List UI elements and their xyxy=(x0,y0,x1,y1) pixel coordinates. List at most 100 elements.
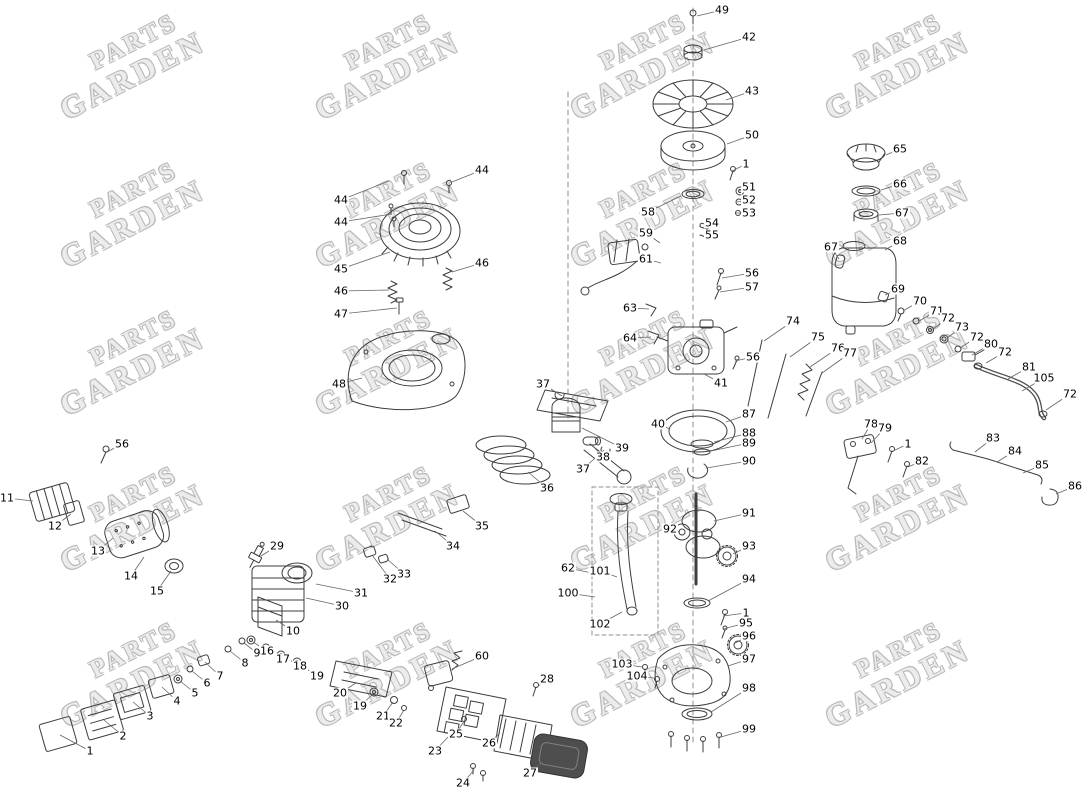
part-number-label: 44 xyxy=(333,193,349,207)
part-number-label: 91 xyxy=(741,506,757,520)
part-number-label: 32 xyxy=(382,572,398,586)
part-number-label: 57 xyxy=(744,280,760,294)
leader-line xyxy=(340,307,398,315)
part-number-label: 64 xyxy=(622,331,638,345)
ignition-coil xyxy=(580,238,649,296)
cooling-fan xyxy=(652,79,734,129)
part-number-label: 78 xyxy=(863,417,879,431)
part-number-label: 18 xyxy=(292,659,308,673)
part-number-label: 1 xyxy=(741,606,751,620)
fuel-line xyxy=(973,362,1048,421)
governor-gear xyxy=(727,634,749,656)
part-number-label: 55 xyxy=(704,228,720,242)
crankshaft xyxy=(681,492,721,586)
part-number-label: 47 xyxy=(333,307,349,321)
part-number-label: 72 xyxy=(997,345,1013,359)
part-number-label: 26 xyxy=(481,736,497,750)
part-number-label: 81 xyxy=(1021,360,1037,374)
spark-plug xyxy=(248,541,265,568)
part-number-label: 13 xyxy=(90,544,106,558)
part-number-label: 1 xyxy=(85,744,95,758)
part-number-label: 85 xyxy=(1034,458,1050,472)
part-number-label: 82 xyxy=(914,454,930,468)
part-number-label: 44 xyxy=(333,215,349,229)
part-number-label: 95 xyxy=(738,616,754,630)
part-number-label: 54 xyxy=(704,216,720,230)
oil-dipstick xyxy=(591,486,659,636)
recoil-bolt xyxy=(395,297,404,315)
part-number-label: 72 xyxy=(940,311,956,325)
part-number-label: 87 xyxy=(741,407,757,421)
part-number-label: 51 xyxy=(741,180,757,194)
part-number-label: 103 xyxy=(610,657,634,671)
part-number-label: 6 xyxy=(202,676,212,690)
part-number-label: 46 xyxy=(474,256,490,270)
part-number-label: 42 xyxy=(741,30,757,44)
mount-bracket xyxy=(257,596,283,637)
part-number-label: 29 xyxy=(269,539,285,553)
part-number-label: 80 xyxy=(983,337,999,351)
part-number-label: 105 xyxy=(1032,371,1056,385)
part-number-label: 90 xyxy=(741,454,757,468)
part-number-label: 23 xyxy=(427,744,443,758)
head-bolt xyxy=(100,445,110,464)
part-number-label: 53 xyxy=(741,206,757,220)
part-number-label: 94 xyxy=(741,572,757,586)
piston-rings xyxy=(475,435,551,485)
part-number-label: 4 xyxy=(172,694,182,708)
fuel-tank xyxy=(831,241,897,335)
governor-bracket xyxy=(843,434,877,495)
recoil-screws xyxy=(388,170,452,228)
part-number-label: 72 xyxy=(1062,387,1078,401)
carburetor-bolt xyxy=(732,355,740,370)
carburetor xyxy=(656,319,738,375)
part-number-label: 19 xyxy=(309,669,325,683)
spacer-rings xyxy=(690,439,714,456)
part-number-label: 5 xyxy=(190,686,200,700)
part-number-label: 67 xyxy=(823,240,839,254)
part-number-label: 52 xyxy=(741,193,757,207)
part-number-label: 100 xyxy=(556,586,580,600)
part-number-label: 98 xyxy=(741,681,757,695)
intake-gasket xyxy=(660,409,736,453)
part-number-label: 46 xyxy=(333,284,349,298)
part-number-label: 2 xyxy=(118,729,128,743)
throttle-rods xyxy=(747,339,823,419)
part-number-label: 72 xyxy=(969,330,985,344)
part-number-label: 31 xyxy=(353,586,369,600)
part-number-label: 30 xyxy=(334,599,350,613)
part-number-label: 7 xyxy=(215,669,225,683)
part-number-label: 49 xyxy=(714,3,730,17)
part-number-label: 41 xyxy=(713,376,729,390)
fastener-chain xyxy=(173,637,246,684)
part-number-label: 43 xyxy=(744,84,760,98)
sump-gasket xyxy=(683,597,711,609)
flywheel-nut xyxy=(689,9,697,25)
recoil-starter xyxy=(379,202,461,267)
part-number-label: 21 xyxy=(375,709,391,723)
cylinder-block xyxy=(251,562,313,623)
leader-line xyxy=(340,213,393,223)
part-number-label: 88 xyxy=(741,426,757,440)
tank-neck-filter xyxy=(853,208,879,222)
part-number-label: 22 xyxy=(388,716,404,730)
part-number-label: 89 xyxy=(741,436,757,450)
fuel-cap xyxy=(846,143,886,171)
part-number-label: 16 xyxy=(259,644,275,658)
part-number-label: 93 xyxy=(741,539,757,553)
base-bolts xyxy=(668,731,722,753)
starter-cup xyxy=(683,44,703,61)
part-number-label: 33 xyxy=(396,567,412,581)
leader-line xyxy=(340,180,390,201)
crankcase-cover xyxy=(654,644,731,707)
part-number-label: 71 xyxy=(929,304,945,318)
part-number-label: 59 xyxy=(638,226,654,240)
air-guide-plates xyxy=(38,674,175,752)
part-number-label: 28 xyxy=(539,672,555,686)
part-number-label: 56 xyxy=(744,266,760,280)
coil-bolts xyxy=(714,268,724,300)
part-number-label: 37 xyxy=(535,377,551,391)
retainer-ring xyxy=(681,189,705,199)
wire-clips xyxy=(645,303,660,345)
part-number-label: 12 xyxy=(47,519,63,533)
